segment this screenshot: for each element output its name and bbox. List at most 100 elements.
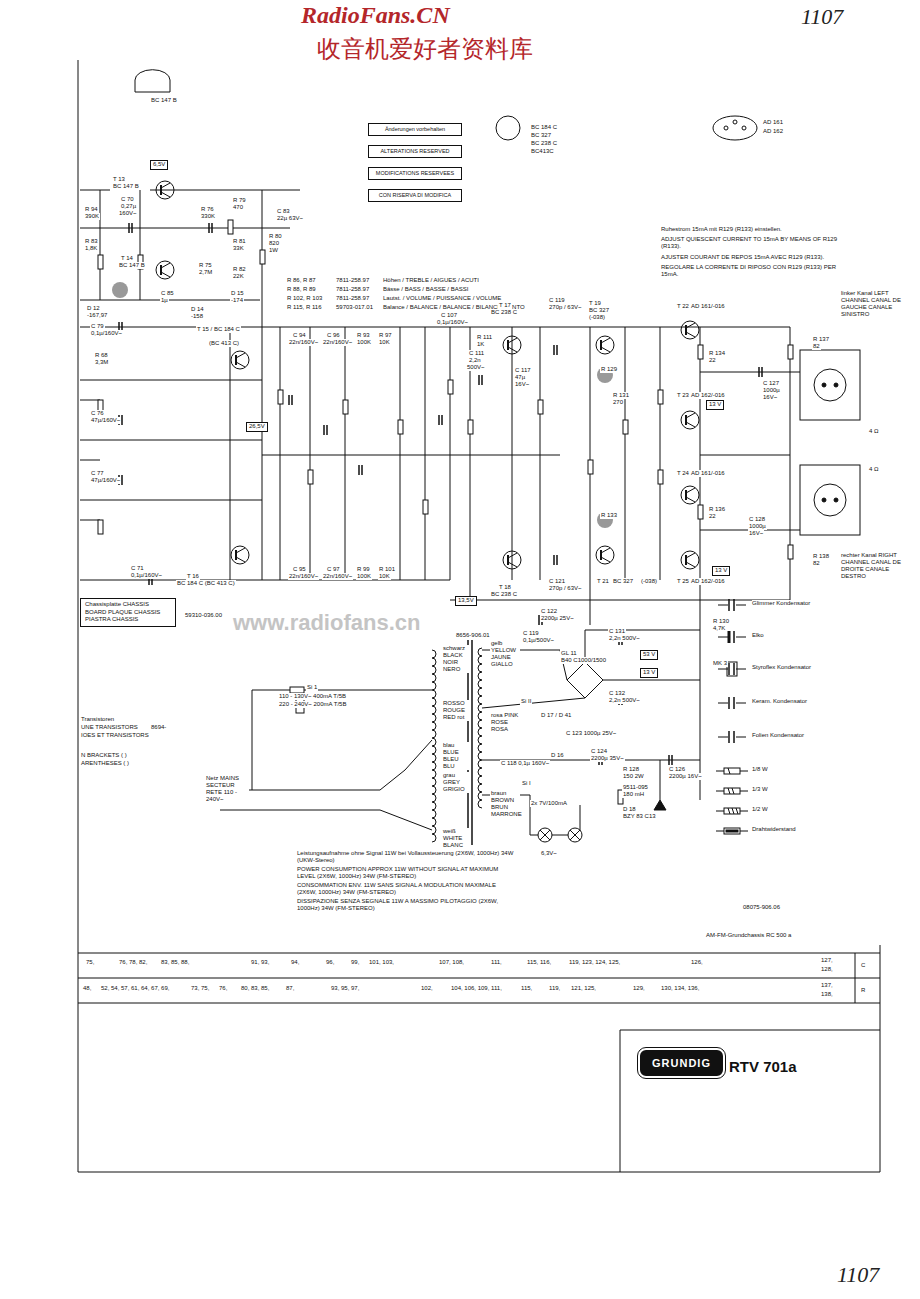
legend-text: 1/3 W: [752, 786, 812, 793]
voltage-box: 13 V: [640, 668, 658, 678]
schematic-label: R 130: [712, 618, 730, 625]
voltage-box: 6,5V: [150, 160, 168, 170]
wire: [700, 372, 800, 373]
schematic-label: C 118 0,1µ 160V~: [500, 760, 550, 767]
wire: [78, 1172, 880, 1173]
schematic-label: R 129: [600, 366, 618, 373]
schematic-label: 3,3M: [94, 359, 109, 366]
schematic-label: T 24: [676, 470, 690, 477]
schematic-label: 0,1µ/160V~: [436, 319, 469, 326]
schematic-label: gelb YELLOW JAUNE GIALLO: [490, 640, 520, 668]
wire: [345, 327, 346, 580]
transistor-lead: [686, 422, 695, 427]
schematic-label: REGOLARE LA CORRENTE DI RIPOSO CON R129 …: [660, 264, 852, 278]
schematic-label: 52, 54, 57, 61, 64, 67, 69,: [100, 985, 170, 992]
transistor-lead: [686, 497, 695, 502]
wire: [80, 440, 262, 441]
schematic-label: 48,: [82, 985, 92, 992]
wire: [700, 455, 790, 456]
schematic-label: 94,: [290, 959, 300, 966]
lamp-cross: [540, 830, 550, 840]
wire: [150, 190, 300, 191]
schematic-label: 127,: [820, 957, 834, 964]
transformer-winding: [432, 650, 436, 842]
wire: [718, 737, 728, 738]
legend-sample: [733, 663, 735, 675]
wire: [732, 788, 734, 794]
schematic-label: 7811-258.97: [335, 277, 370, 284]
schematic-label: C 77: [90, 470, 105, 477]
schematic-label: 470: [232, 204, 244, 211]
legend-sample: [724, 828, 740, 834]
wire: [728, 768, 730, 774]
legend-sample: [728, 599, 730, 611]
resistor-symbol: [98, 255, 103, 269]
schematic-label: AD 161: [762, 119, 784, 126]
schematic-label: T 19: [588, 300, 602, 307]
wire: [736, 737, 746, 738]
schematic-label: Höhen / TREBLE / AIGUES / ACUTI: [382, 277, 480, 284]
resistor-symbol: [448, 380, 453, 394]
schematic-label: C 119: [522, 630, 540, 637]
transistor-lead: [686, 332, 695, 337]
schematic-label: 82: [812, 343, 821, 350]
socket-ring: [814, 369, 846, 401]
schematic-label: C 85: [160, 290, 175, 297]
wire: [716, 831, 748, 832]
transistor-base: [507, 555, 509, 565]
schematic-label: 6,3V~: [540, 850, 558, 857]
schematic-label: 119,: [548, 985, 561, 992]
schematic-label: T 25: [676, 578, 690, 585]
wire: [700, 327, 701, 600]
schematic-label: C 117: [514, 367, 532, 374]
schematic-label: MK 3: [712, 660, 728, 667]
bridge-rectifier: [567, 662, 603, 698]
transistor-lead: [686, 488, 695, 493]
socket-pin: [834, 498, 838, 502]
capacitor-plate: [131, 223, 133, 233]
schematic-label: 0,1µ/160V~: [130, 572, 163, 579]
schematic-label: 0,1µ/160V~: [90, 330, 123, 337]
transistor-symbol: [503, 551, 521, 569]
schematic-label: 1,8K: [84, 245, 98, 252]
capacitor-plate: [553, 345, 555, 355]
zener-diode: [654, 800, 666, 810]
transistor-lead: [508, 347, 517, 352]
transistor-base: [685, 555, 687, 565]
node-text: 13 V: [715, 567, 727, 575]
wire: [700, 600, 701, 780]
schematic-label: R 137: [812, 336, 830, 343]
transistor-symbol: [596, 336, 614, 354]
schematic-label: BC413C: [530, 148, 555, 155]
schematic-label: R 101: [378, 566, 396, 573]
wire: [660, 760, 661, 800]
wire: [728, 808, 730, 814]
package-pin: [724, 126, 728, 130]
schematic-label: 102,: [420, 985, 434, 992]
legend-sample: [728, 731, 730, 743]
schematic-label: C 97: [326, 566, 341, 573]
schematic-label: C 107: [440, 312, 458, 319]
capacitor-plate: [361, 465, 363, 475]
schematic-label: braun BROWN BRUN MARRONE: [490, 790, 520, 818]
wire: [590, 600, 591, 625]
schematic-label: 1W: [268, 247, 279, 254]
legend-sample: [733, 697, 735, 709]
transistor-symbol: [156, 181, 174, 199]
schematic-label: 1107: [800, 4, 844, 29]
schematic-label: C 123 1000µ 25V~: [565, 730, 617, 737]
schematic-label: 4 Ω: [868, 466, 880, 473]
voltage-box: 13 V: [706, 400, 724, 410]
schematic-label: R: [860, 987, 866, 994]
capacitor-plate: [211, 223, 213, 233]
transistor-base: [160, 265, 162, 275]
legend-sample: [728, 697, 730, 709]
node-text: CON RISERVA DI MODIFICA: [373, 192, 457, 199]
capacitor-plate: [556, 345, 558, 355]
schematic-label: R 138: [812, 553, 830, 560]
resistor-symbol: [398, 420, 403, 434]
transistor-lead: [508, 338, 517, 343]
legend-text: Styroflex Kondensator: [752, 664, 812, 671]
wire: [855, 953, 856, 1003]
capacitor-plate: [481, 375, 483, 385]
